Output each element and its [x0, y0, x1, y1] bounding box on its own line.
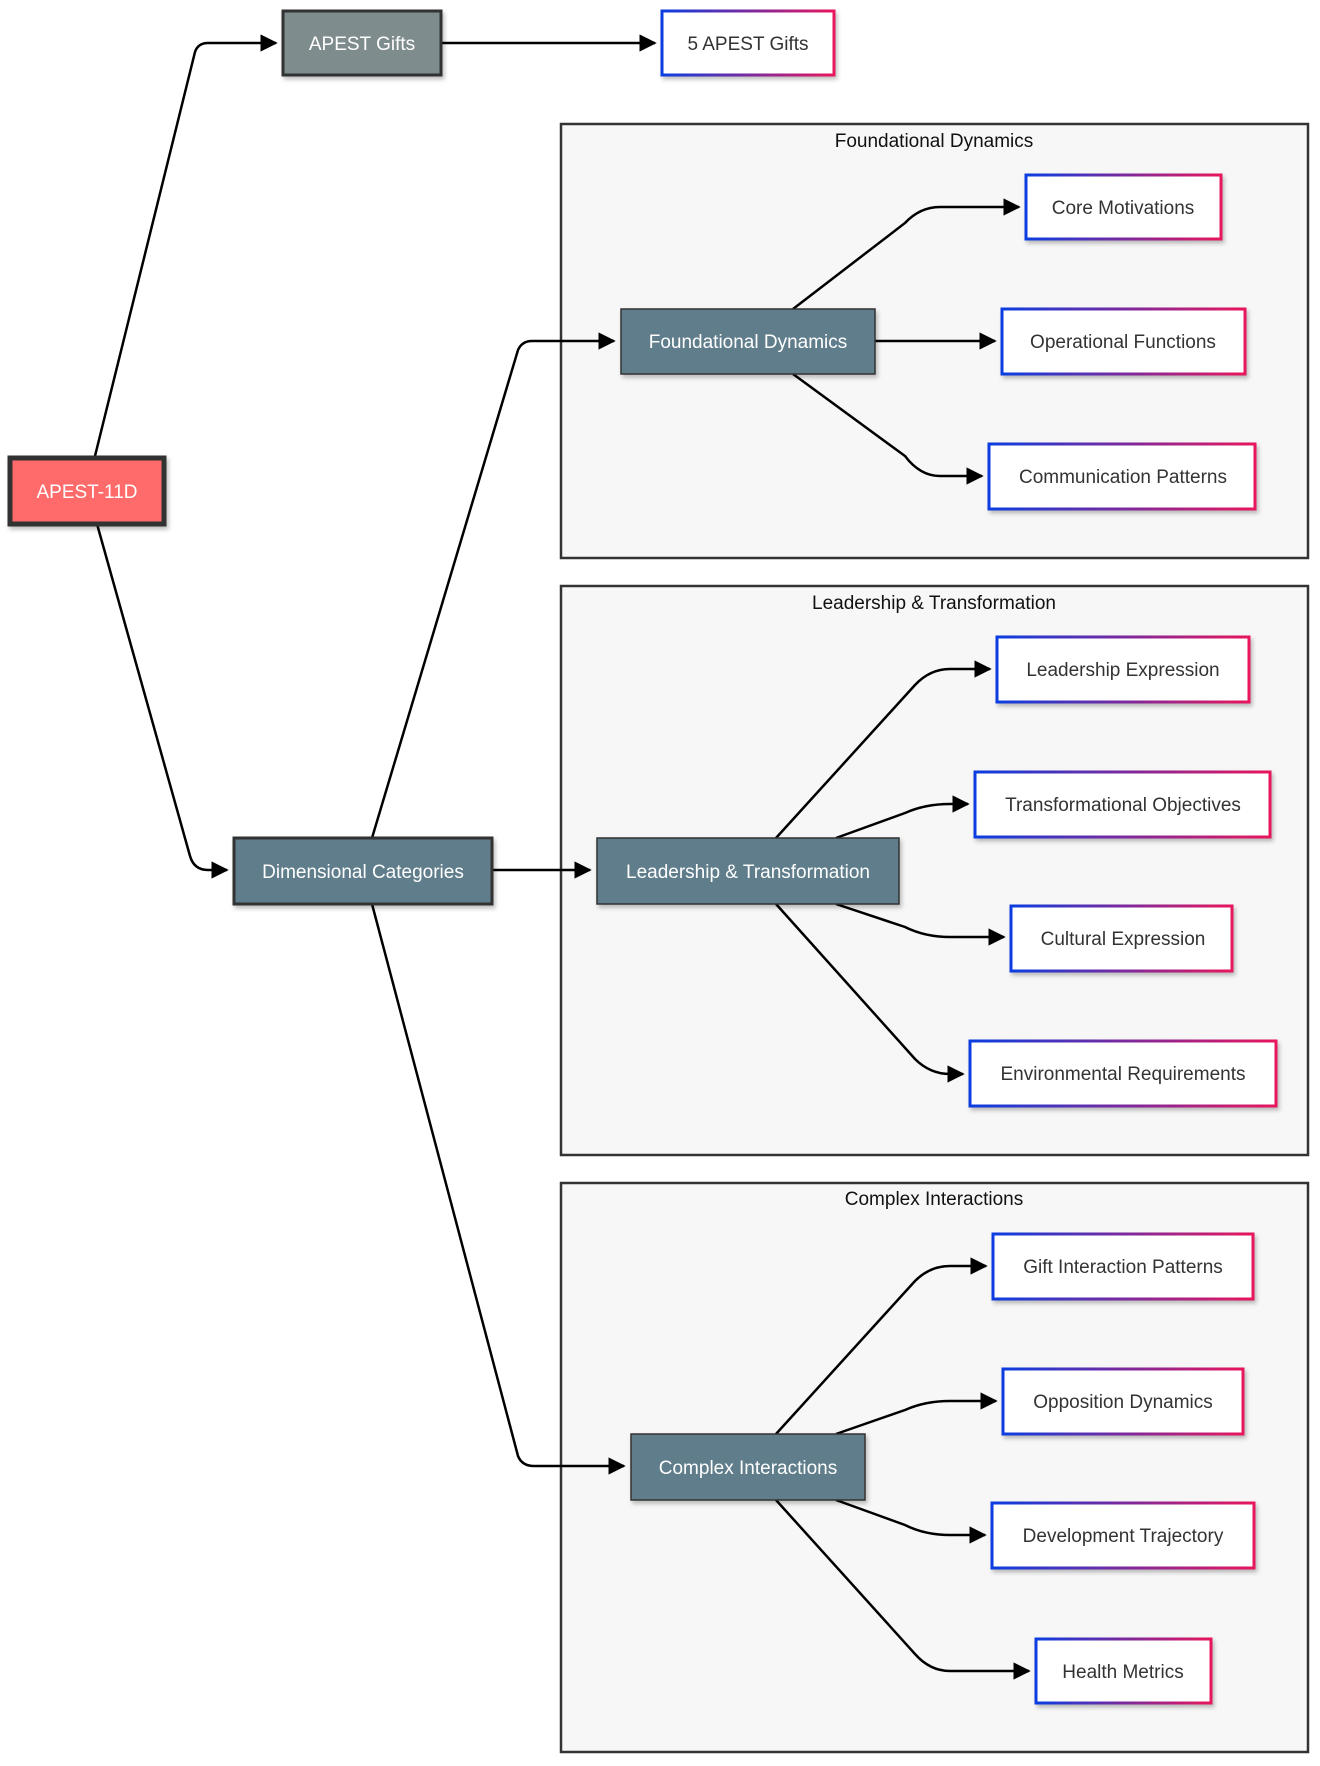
edge-to-environmental-requirements — [775, 903, 965, 1083]
leaf-label: Opposition Dynamics — [1033, 1392, 1213, 1413]
hub-box — [596, 837, 900, 905]
leaf-gift-interaction-patterns[interactable]: Gift Interaction Patterns — [991, 1232, 1255, 1301]
edge-to-transformational-objectives — [835, 795, 970, 840]
leaf-cultural-expression[interactable]: Cultural Expression — [1009, 904, 1234, 973]
hub-complex-interactions[interactable]: Complex Interactions — [630, 1433, 866, 1501]
leaf-opposition-dynamics[interactable]: Opposition Dynamics — [1001, 1367, 1245, 1436]
gifts-leaf-label: 5 APEST Gifts — [687, 34, 808, 55]
gifts-leaf-box — [660, 9, 836, 77]
node-apest-11d[interactable]: APEST-11D — [7, 455, 167, 527]
leaf-label: Environmental Requirements — [1000, 1064, 1245, 1085]
leaf-box — [1034, 1637, 1213, 1705]
hub-label: Complex Interactions — [659, 1458, 837, 1479]
leaf-label: Operational Functions — [1030, 332, 1216, 353]
leaf-box — [987, 442, 1257, 511]
leaf-box — [1001, 1367, 1245, 1436]
edge-to-development-trajectory — [835, 1498, 987, 1544]
edge-root-to-gifts — [93, 34, 278, 457]
leaf-label: Transformational Objectives — [1005, 795, 1241, 816]
edge-to-communication-patterns — [792, 372, 984, 485]
dimensional-box — [232, 836, 494, 906]
hub-foundational-dynamics[interactable]: Foundational Dynamics — [620, 308, 876, 375]
edges — [93, 34, 1031, 1680]
leaf-label: Development Trajectory — [1023, 1526, 1224, 1547]
leaf-box — [995, 635, 1251, 704]
leaf-box — [973, 770, 1272, 839]
leaf-transformational-objectives[interactable]: Transformational Objectives — [973, 770, 1272, 839]
edge-root-to-dimensional — [95, 523, 229, 879]
leaf-operational-functions[interactable]: Operational Functions — [1000, 307, 1247, 376]
hub-box — [620, 308, 876, 375]
leaf-box — [990, 1501, 1256, 1570]
leaf-communication-patterns[interactable]: Communication Patterns — [987, 442, 1257, 511]
node-5-apest-gifts[interactable]: 5 APEST Gifts — [660, 9, 836, 77]
leaf-box — [991, 1232, 1255, 1301]
group-title: Complex Interactions — [845, 1189, 1023, 1210]
group-title: Foundational Dynamics — [835, 131, 1034, 152]
edge-dimensional-to-foundational — [370, 332, 616, 839]
hub-box — [630, 1433, 866, 1501]
leaf-box — [1000, 307, 1247, 376]
edge-to-gift-interaction-patterns — [775, 1257, 988, 1435]
hub-leadership-transformation[interactable]: Leadership & Transformation — [596, 837, 900, 905]
edge-dimensional-to-complex — [370, 903, 626, 1475]
edge-to-cultural-expression — [835, 902, 1006, 946]
edge-to-core-motivations — [792, 198, 1021, 310]
root-label: APEST-11D — [36, 482, 137, 503]
leaf-label: Gift Interaction Patterns — [1023, 1257, 1223, 1278]
hub-label: Leadership & Transformation — [626, 862, 870, 883]
leaf-label: Cultural Expression — [1041, 929, 1206, 950]
edge-to-health-metrics — [775, 1499, 1031, 1680]
edge-to-leadership-expression — [775, 660, 992, 839]
leaf-health-metrics[interactable]: Health Metrics — [1034, 1637, 1213, 1705]
leaf-label: Core Motivations — [1052, 198, 1195, 219]
group-title: Leadership & Transformation — [812, 593, 1056, 614]
root-box — [7, 455, 167, 527]
leaf-label: Communication Patterns — [1019, 467, 1227, 488]
node-dimensional-categories[interactable]: Dimensional Categories — [232, 836, 494, 906]
leaf-label: Leadership Expression — [1026, 660, 1219, 681]
leaf-environmental-requirements[interactable]: Environmental Requirements — [968, 1039, 1278, 1108]
leaf-core-motivations[interactable]: Core Motivations — [1024, 173, 1223, 241]
leaf-label: Health Metrics — [1062, 1662, 1183, 1683]
gifts-box — [281, 9, 443, 77]
leaf-box — [968, 1039, 1278, 1108]
node-apest-gifts[interactable]: APEST Gifts — [281, 9, 443, 77]
leaf-box — [1024, 173, 1223, 241]
gifts-label: APEST Gifts — [309, 34, 415, 55]
edge-to-opposition-dynamics — [835, 1392, 998, 1436]
leaf-leadership-expression[interactable]: Leadership Expression — [995, 635, 1251, 704]
leaf-box — [1009, 904, 1234, 973]
dimensional-label: Dimensional Categories — [262, 862, 464, 883]
leaf-development-trajectory[interactable]: Development Trajectory — [990, 1501, 1256, 1570]
hub-label: Foundational Dynamics — [649, 332, 848, 353]
